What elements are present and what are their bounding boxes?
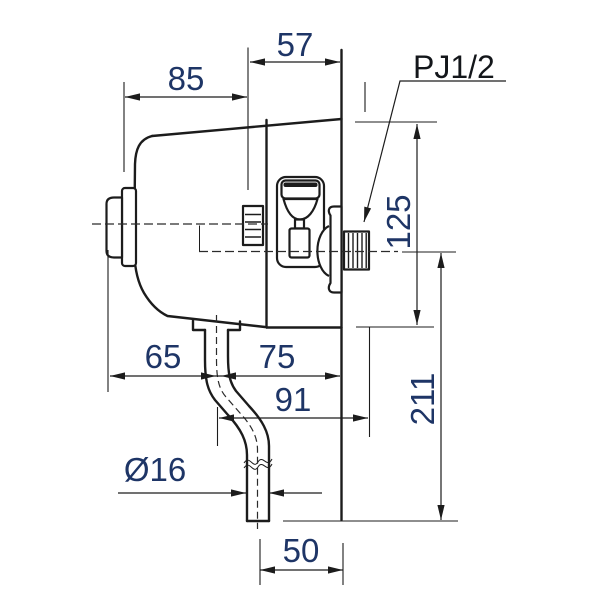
arrowhead bbox=[221, 372, 236, 380]
inlet-cap bbox=[105, 196, 124, 259]
arrowhead bbox=[110, 372, 125, 380]
dim-50-text: 50 bbox=[283, 532, 320, 569]
thread-callout-text: PJ1/2 bbox=[413, 49, 495, 85]
wall-flange bbox=[327, 205, 343, 294]
arrowhead bbox=[231, 489, 246, 497]
arrowhead bbox=[260, 566, 275, 574]
body-left-outline bbox=[132, 134, 267, 329]
pipe-centerline bbox=[215, 315, 259, 529]
dim-65-text: 65 bbox=[145, 338, 182, 375]
cartridge-stem bbox=[293, 218, 306, 230]
dimension-texts: 85 57 65 75 91 Ø16 50 125 211 PJ1/2 bbox=[124, 26, 495, 569]
arrowhead bbox=[328, 566, 343, 574]
dim-85-text: 85 bbox=[168, 60, 205, 97]
pipe-right-edge bbox=[226, 328, 271, 523]
arrowhead bbox=[413, 310, 421, 325]
centerlines bbox=[92, 223, 398, 529]
dim-57-text: 57 bbox=[277, 26, 314, 63]
pipe-left-edge bbox=[203, 328, 249, 523]
dim-211-text: 211 bbox=[404, 373, 441, 426]
arrowhead bbox=[219, 414, 234, 422]
leader-arrowhead bbox=[364, 206, 372, 222]
arrowhead bbox=[437, 505, 445, 520]
dim-75-text: 75 bbox=[259, 338, 296, 375]
arrowhead bbox=[413, 124, 421, 139]
arrowhead bbox=[437, 253, 445, 268]
arrowhead bbox=[325, 58, 340, 66]
cartridge-top-band bbox=[283, 182, 318, 187]
thread-leader-line bbox=[363, 80, 506, 223]
arrowhead bbox=[353, 414, 368, 422]
thread-nipple bbox=[342, 230, 371, 271]
body-top-edge bbox=[150, 117, 343, 138]
outlet-boss bbox=[191, 319, 242, 332]
arrowhead bbox=[201, 372, 216, 380]
cartridge-plunger bbox=[288, 227, 311, 259]
dimension-arrowheads bbox=[110, 58, 445, 574]
thread-lines bbox=[347, 233, 367, 268]
arrowhead bbox=[325, 372, 340, 380]
inlet-ring bbox=[120, 186, 138, 268]
adjust-nut-knurl-lines bbox=[245, 213, 261, 238]
dim-diameter-text: Ø16 bbox=[124, 451, 186, 488]
arrowhead bbox=[250, 58, 265, 66]
arrowhead bbox=[269, 489, 284, 497]
dim-125-text: 125 bbox=[380, 194, 417, 249]
arrowhead bbox=[125, 93, 140, 101]
adjust-nut bbox=[241, 204, 265, 247]
valve-parts bbox=[105, 175, 371, 294]
dim-91-text: 91 bbox=[275, 381, 312, 418]
arrowhead bbox=[232, 93, 247, 101]
extension-lines bbox=[107, 47, 458, 585]
